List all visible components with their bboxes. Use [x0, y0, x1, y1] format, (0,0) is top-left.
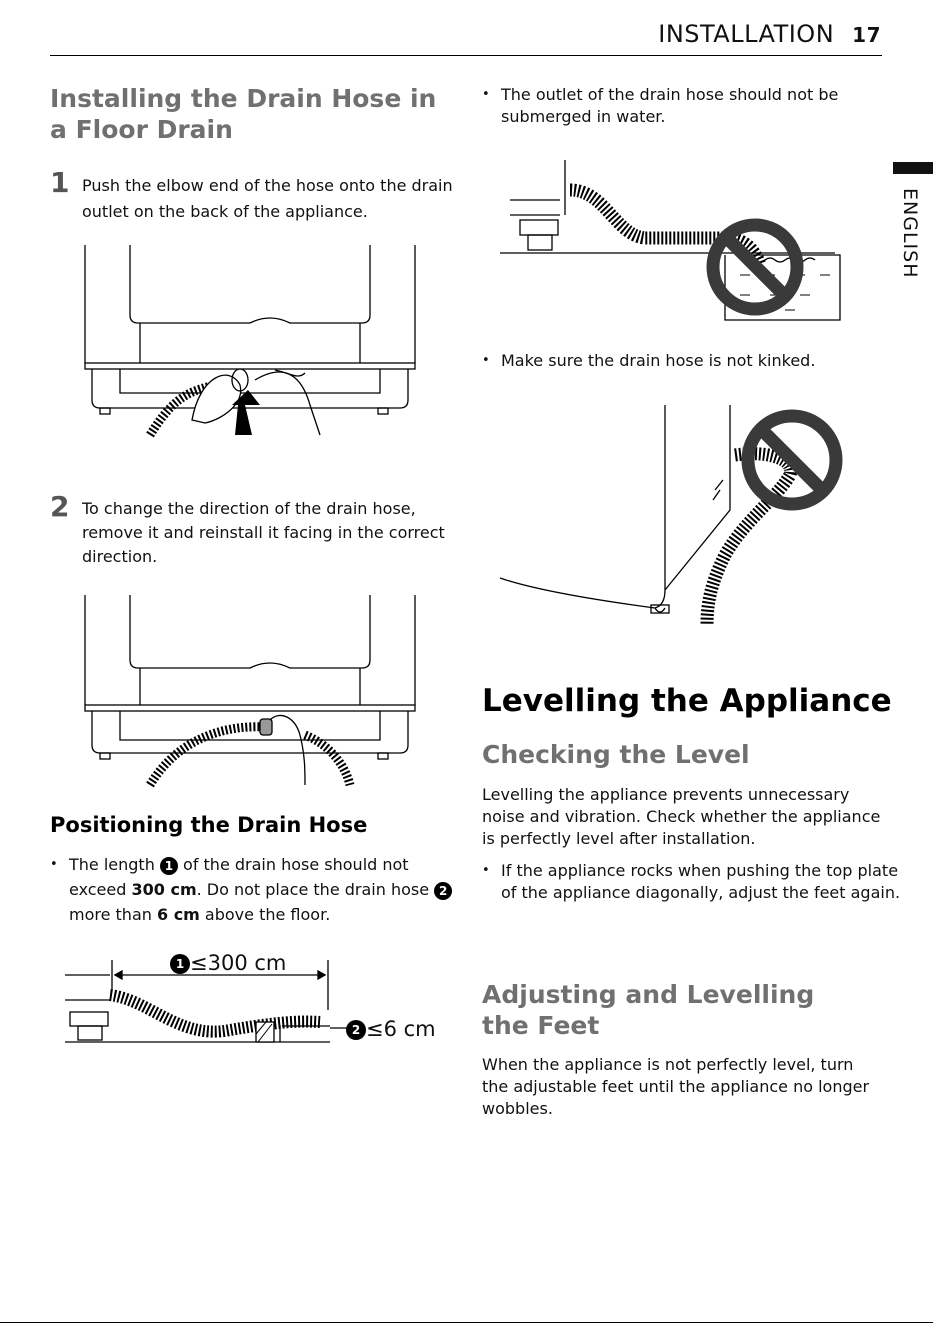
hose-attach-illustration: [84, 245, 416, 438]
checking-level-text: Levelling the appliance prevents unneces…: [482, 785, 881, 848]
step-1-text: Push the elbow end of the hose onto the …: [82, 176, 453, 221]
hose-dimension-illustration: [65, 960, 350, 1043]
marker-1: 1: [159, 856, 178, 875]
length-callout: 1≤300 cm: [170, 951, 286, 975]
adjusting-feet-heading: Adjusting and Levelling the Feet: [482, 980, 815, 1040]
height-callout: 2≤6 cm: [346, 1017, 436, 1041]
submerged-hose-illustration: [500, 160, 841, 321]
language-tab-bar: [893, 162, 933, 174]
hose-direction-illustration: [84, 595, 416, 788]
step-2-number: 2: [50, 490, 70, 523]
positioning-heading: Positioning the Drain Hose: [50, 813, 368, 837]
levelling-heading: Levelling the Appliance: [482, 683, 892, 719]
floor-drain-heading: Installing the Drain Hose in a Floor Dra…: [50, 84, 437, 144]
step-2-text: To change the direction of the drain hos…: [82, 499, 445, 566]
page-number: 17: [852, 23, 881, 47]
page-header: INSTALLATION 17: [658, 20, 881, 48]
marker-2: 2: [434, 881, 453, 900]
footer-rule: [0, 1322, 933, 1323]
kinked-bullet: Make sure the drain hose is not kinked.: [482, 350, 891, 372]
kinked-hose-illustration: [499, 405, 843, 626]
language-tab: ENGLISH: [899, 188, 921, 279]
section-title: INSTALLATION: [658, 20, 835, 48]
submerged-bullet: The outlet of the drain hose should not …: [482, 84, 891, 128]
checking-level-bullet: If the appliance rocks when pushing the …: [482, 860, 901, 904]
step-1-number: 1: [50, 166, 70, 199]
header-rule: [50, 55, 882, 56]
positioning-bullet: The length 1 of the drain hose should no…: [50, 852, 464, 927]
checking-level-heading: Checking the Level: [482, 740, 750, 769]
adjusting-feet-text: When the appliance is not perfectly leve…: [482, 1055, 870, 1118]
